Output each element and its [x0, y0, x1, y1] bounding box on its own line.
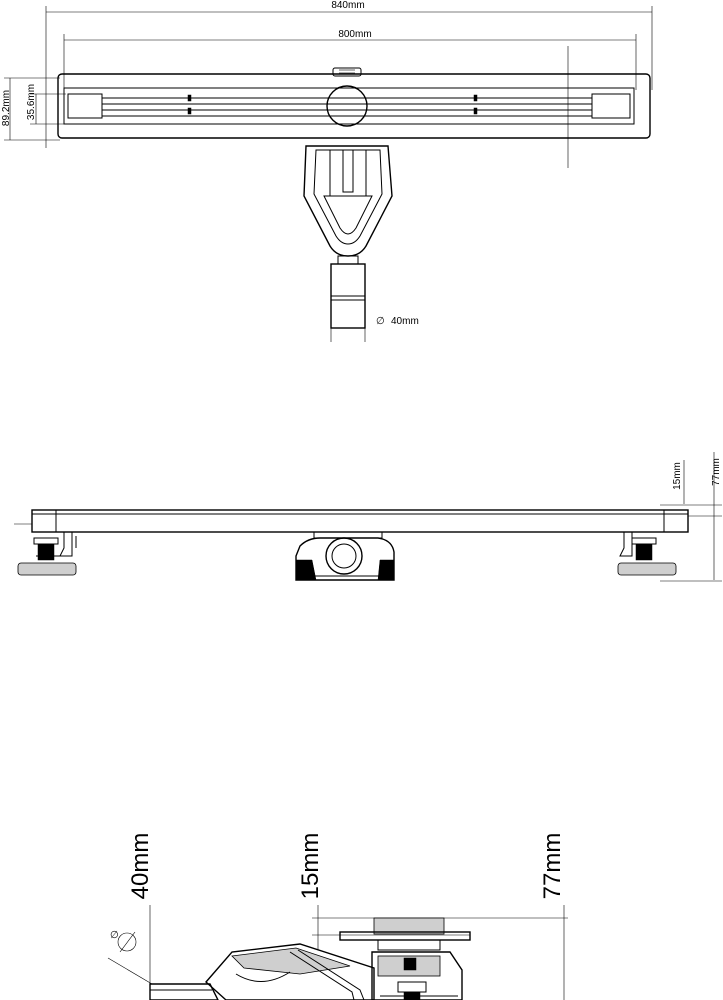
section-grate: [373, 917, 445, 935]
section-dim-outlet: 40mm: [127, 833, 154, 900]
dim-total-height: 77mm: [711, 458, 722, 486]
section-view: 40mm 15mm 77mm ∅: [107, 833, 568, 1000]
section-dim-grate: 15mm: [297, 833, 324, 900]
left-foot: [17, 562, 77, 576]
diameter-symbol: ∅: [376, 316, 385, 327]
dim-inner-length: 800mm: [338, 29, 371, 40]
dim-total-length: 840mm: [331, 0, 364, 11]
section-trap: [371, 951, 463, 1000]
section-siphon: [205, 943, 375, 1000]
dim-inner-width: 35.6mm: [26, 84, 37, 120]
top-view: 840mm 800mm 89.2mm 35.6mm: [1, 0, 653, 342]
section-diameter-symbol: ∅: [110, 930, 119, 941]
section-outlet-pipe: [149, 983, 219, 1000]
dim-grate-height: 15mm: [672, 462, 683, 490]
dim-total-width: 89.2mm: [1, 90, 12, 126]
channel-outer: [57, 73, 651, 139]
dim-outlet-diameter: 40mm: [391, 316, 419, 327]
side-view: 15mm 77mm: [14, 452, 722, 582]
right-foot: [617, 562, 677, 576]
section-dim-total: 77mm: [539, 833, 566, 900]
channel-side: [31, 509, 689, 533]
outlet-circle: [326, 85, 368, 127]
side-siphon: [295, 537, 395, 581]
channel-inner: [63, 87, 635, 125]
